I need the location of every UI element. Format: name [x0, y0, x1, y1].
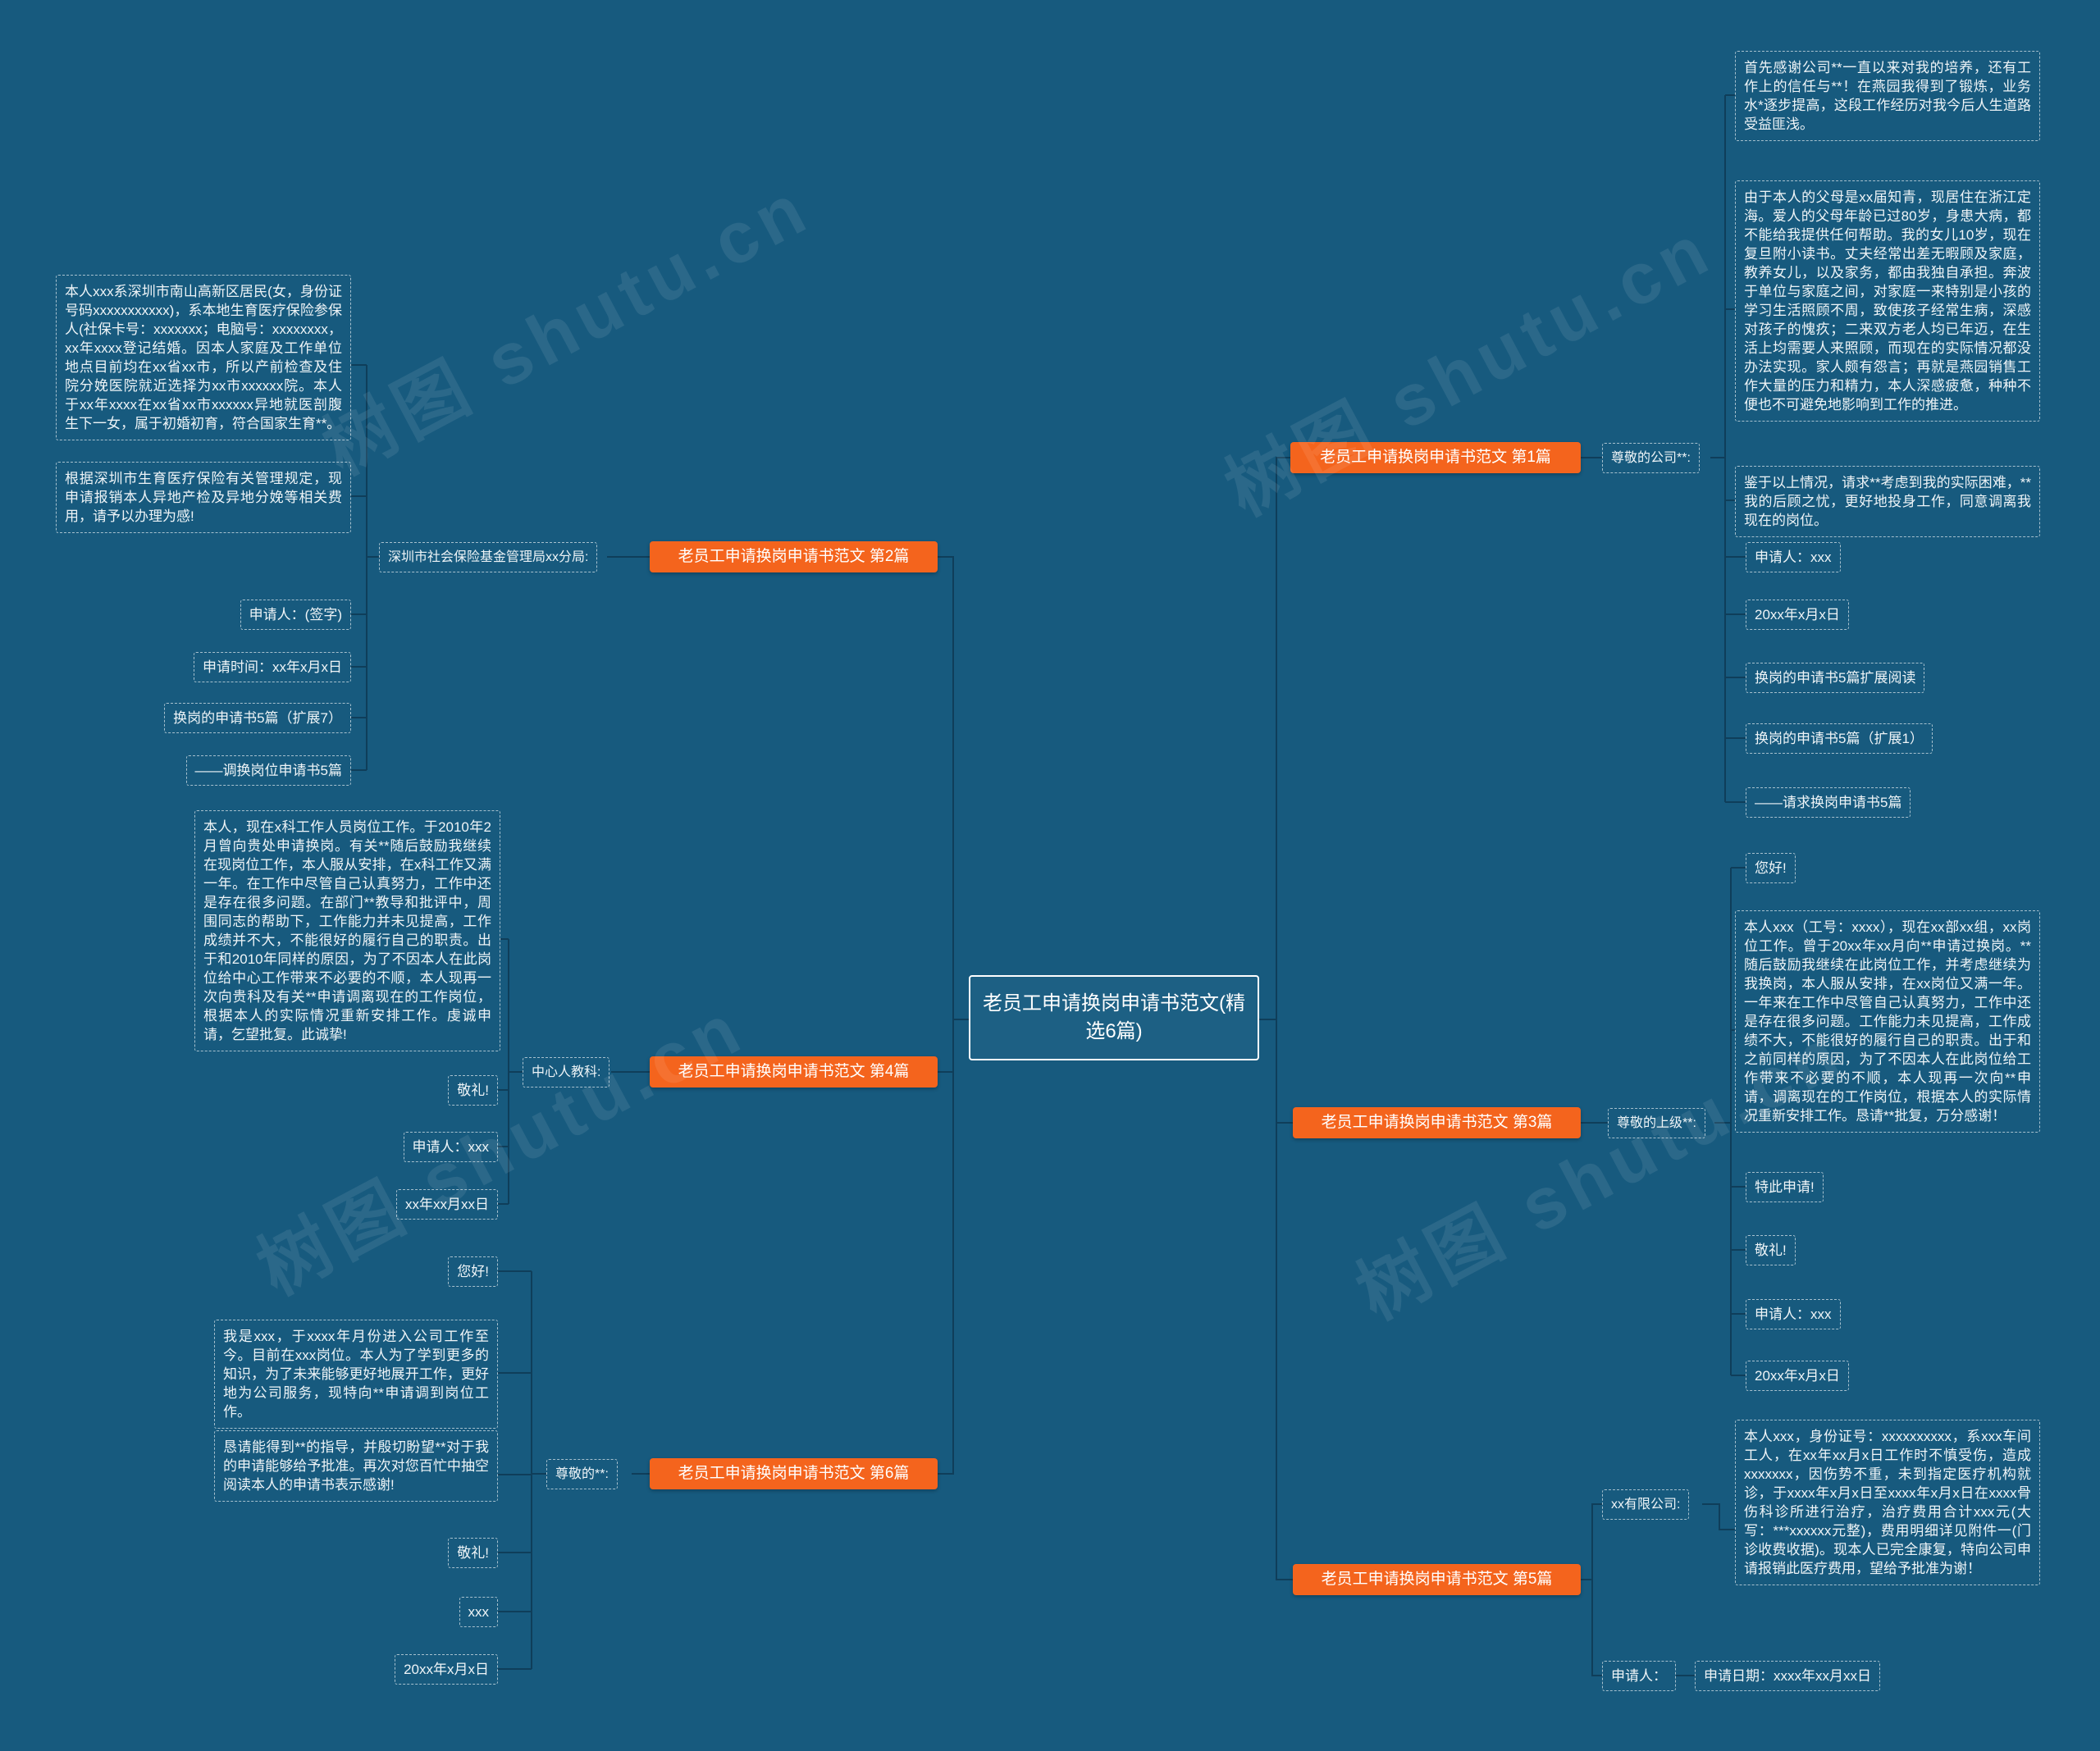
branch-3-paragraph-1[interactable]: 本人xxx（工号：xxxx），现在xx部xx组，xx岗位工作。曾于20xx年xx…: [1735, 910, 2040, 1133]
branch-1-paragraph-2[interactable]: 由于本人的父母是xx届知青，现居住在浙江定海。爱人的父母年龄已过80岁，身患大病…: [1735, 180, 2040, 422]
branch-3-date-node[interactable]: 20xx年x月x日: [1746, 1361, 1849, 1391]
branch-3-greeting-node[interactable]: 您好!: [1746, 853, 1796, 883]
branch-5-date-node[interactable]: 申请日期：xxxx年xx月xx日: [1695, 1661, 1880, 1691]
branch-6-topic-node[interactable]: 老员工申请换岗申请书范文 第6篇: [650, 1458, 938, 1489]
branch-4-salute-node[interactable]: 敬礼!: [448, 1075, 498, 1106]
branch-6-paragraph-2[interactable]: 恳请能得到**的指导，并殷切盼望**对于我的申请能够给予批准。再次对您百忙中抽空…: [214, 1430, 498, 1502]
branch-5-paragraph-1[interactable]: 本人xxx，身份证号：xxxxxxxxxx，系xxx车间工人，在xx年xx月x日…: [1735, 1420, 2040, 1585]
branch-2-topic-node[interactable]: 老员工申请换岗申请书范文 第2篇: [650, 541, 938, 572]
branch-3-salutation-node[interactable]: 尊敬的上级**:: [1608, 1108, 1705, 1138]
branch-2-extension-list-node[interactable]: ——调换岗位申请书5篇: [185, 755, 351, 786]
branch-2-salutation-node[interactable]: 深圳市社会保险基金管理局xx分局:: [379, 542, 598, 572]
branch-6-salutation-node[interactable]: 尊敬的**:: [546, 1459, 618, 1489]
branch-2-extension-7-node[interactable]: 换岗的申请书5篇（扩展7）: [164, 703, 351, 733]
branch-1-topic-node[interactable]: 老员工申请换岗申请书范文 第1篇: [1290, 442, 1581, 473]
branch-4-paragraph-1[interactable]: 本人，现在x科工作人员岗位工作。于2010年2月曾向贵处申请换岗。有关**随后鼓…: [194, 810, 500, 1051]
branch-1-extended-reading-node[interactable]: 换岗的申请书5篇扩展阅读: [1746, 663, 1925, 693]
branch-2-paragraph-1[interactable]: 本人xxx系深圳市南山高新区居民(女，身份证号码xxxxxxxxxxx)，系本地…: [56, 275, 351, 440]
branch-3-application-note-node[interactable]: 特此申请!: [1746, 1172, 1824, 1202]
branch-4-salutation-node[interactable]: 中心人教科:: [523, 1057, 610, 1088]
branch-2-signature-node[interactable]: 申请人：(签字): [240, 600, 351, 630]
branch-1-signature-node[interactable]: 申请人：xxx: [1746, 542, 1841, 572]
branch-1-extension-2-node[interactable]: ——请求换岗申请书5篇: [1746, 787, 1911, 818]
branch-6-date-node[interactable]: 20xx年x月x日: [395, 1654, 498, 1685]
branch-6-greeting-node[interactable]: 您好!: [448, 1256, 498, 1287]
branch-1-salutation-node[interactable]: 尊敬的公司**:: [1602, 443, 1700, 473]
branch-3-topic-node[interactable]: 老员工申请换岗申请书范文 第3篇: [1293, 1107, 1581, 1138]
branch-1-extension-1-node[interactable]: 换岗的申请书5篇（扩展1）: [1746, 723, 1933, 754]
branch-4-signature-node[interactable]: 申请人：xxx: [403, 1132, 498, 1162]
branch-5-topic-node[interactable]: 老员工申请换岗申请书范文 第5篇: [1293, 1564, 1581, 1595]
branch-4-topic-node[interactable]: 老员工申请换岗申请书范文 第4篇: [650, 1056, 938, 1088]
branch-2-date-node[interactable]: 申请时间：xx年x月x日: [194, 652, 351, 682]
branch-3-signature-node[interactable]: 申请人：xxx: [1746, 1299, 1841, 1329]
branch-1-paragraph-1[interactable]: 首先感谢公司**一直以来对我的培养，还有工作上的信任与**！在燕园我得到了锻炼，…: [1735, 51, 2040, 141]
branch-3-salute-node[interactable]: 敬礼!: [1746, 1235, 1796, 1265]
branch-2-paragraph-2[interactable]: 根据深圳市生育医疗保险有关管理规定，现申请报销本人异地产检及异地分娩等相关费用，…: [56, 462, 351, 533]
branch-1-date-node[interactable]: 20xx年x月x日: [1746, 600, 1849, 630]
branch-6-salute-node[interactable]: 敬礼!: [448, 1538, 498, 1568]
branch-1-paragraph-3[interactable]: 鉴于以上情况，请求**考虑到我的实际困难，**我的后顾之忧，更好地投身工作，同意…: [1735, 466, 2040, 537]
watermark-text: 树图 shutu.cn: [1212, 207, 1726, 531]
branch-5-salutation-node[interactable]: xx有限公司:: [1602, 1489, 1690, 1520]
watermark-text: 树图 shutu.cn: [310, 166, 824, 490]
branch-5-signature-node[interactable]: 申请人：: [1602, 1661, 1676, 1691]
branch-6-paragraph-1[interactable]: 我是xxx，于xxxx年月份进入公司工作至今。目前在xxx岗位。本人为了学到更多…: [214, 1320, 498, 1429]
branch-4-date-node[interactable]: xx年xx月xx日: [396, 1189, 498, 1220]
center-topic-node[interactable]: 老员工申请换岗申请书范文(精选6篇): [969, 975, 1259, 1060]
branch-6-signature-node[interactable]: xxx: [459, 1597, 498, 1627]
